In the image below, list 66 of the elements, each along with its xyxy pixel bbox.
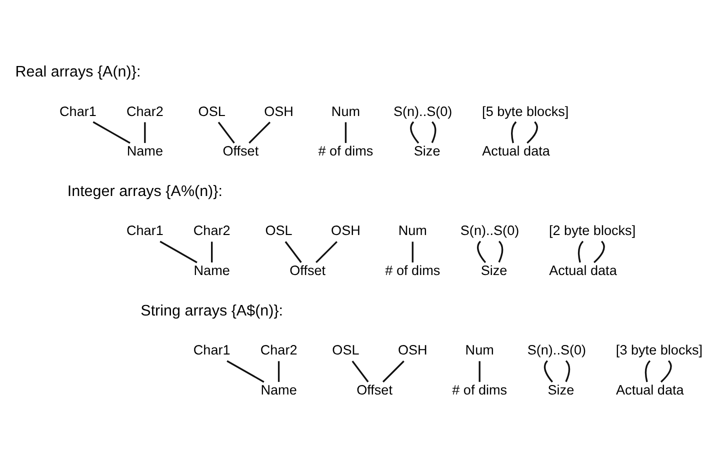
node-text: Char2 <box>126 104 164 119</box>
node-text: OSL <box>198 104 226 119</box>
connector <box>316 241 338 264</box>
node-text: # of dims <box>385 263 440 278</box>
node-text: Actual data <box>482 144 550 159</box>
connector <box>344 122 347 143</box>
connector <box>211 242 213 262</box>
node-text: Offset <box>356 382 392 398</box>
node-text: [3 byte blocks] <box>616 342 703 358</box>
node-text: S(n)..S(0) <box>527 342 586 358</box>
connector <box>644 360 651 382</box>
node-text: Char1 <box>126 223 164 238</box>
connector <box>218 122 235 144</box>
node-text: Name <box>126 144 163 159</box>
node-text: OSH <box>264 104 294 119</box>
node-text: Offset <box>222 144 259 159</box>
node-text: Num <box>465 342 494 358</box>
node-text: Char1 <box>60 104 96 119</box>
node-text: # of dims <box>452 382 508 398</box>
connector <box>660 360 672 383</box>
connector <box>284 241 302 263</box>
connector <box>278 361 280 382</box>
node-text: Size <box>548 382 574 398</box>
node-text: Offset <box>290 263 326 278</box>
label: String arrays {A$(n)}: <box>140 302 284 320</box>
node-text: Char2 <box>193 223 230 238</box>
connector <box>431 121 436 144</box>
connector <box>226 360 264 383</box>
node-text: Size <box>414 144 440 159</box>
node-text: Char2 <box>260 342 298 358</box>
connector <box>477 240 486 264</box>
label: Integer arrays {A%(n)}: <box>67 182 222 200</box>
connector <box>160 240 198 264</box>
node-text: S(n)..S(0) <box>393 104 452 119</box>
node-text: Num <box>398 223 427 238</box>
node-text: Actual data <box>616 382 684 398</box>
connector <box>526 121 538 144</box>
node-text: Actual data <box>549 263 617 278</box>
node-text: Num <box>331 104 360 119</box>
connector <box>410 121 420 144</box>
node-text: [2 byte blocks] <box>548 223 636 238</box>
connector <box>565 360 570 382</box>
connector <box>498 240 504 263</box>
connector <box>352 360 369 382</box>
connector <box>248 122 271 144</box>
connector <box>478 361 480 382</box>
connector <box>144 122 146 143</box>
connector <box>594 240 605 264</box>
node-text: Size <box>480 263 508 278</box>
node-text: OSL <box>265 223 292 238</box>
node-text: Name <box>194 263 230 278</box>
label: Real arrays {A(n)}: <box>15 63 141 80</box>
node-text: Char1 <box>193 342 230 358</box>
node-text: OSL <box>332 342 360 358</box>
connector <box>412 242 414 262</box>
node-text: # of dims <box>318 144 374 159</box>
node-text: OSH <box>398 342 428 358</box>
node-text: Name <box>260 382 297 398</box>
connector <box>92 121 130 144</box>
connector <box>578 240 584 263</box>
connector <box>544 360 553 382</box>
connector <box>511 121 517 144</box>
node-text: S(n)..S(0) <box>460 223 520 238</box>
node-text: [5 byte blocks] <box>482 104 569 119</box>
connector <box>382 360 404 383</box>
node-text: OSH <box>331 223 360 238</box>
